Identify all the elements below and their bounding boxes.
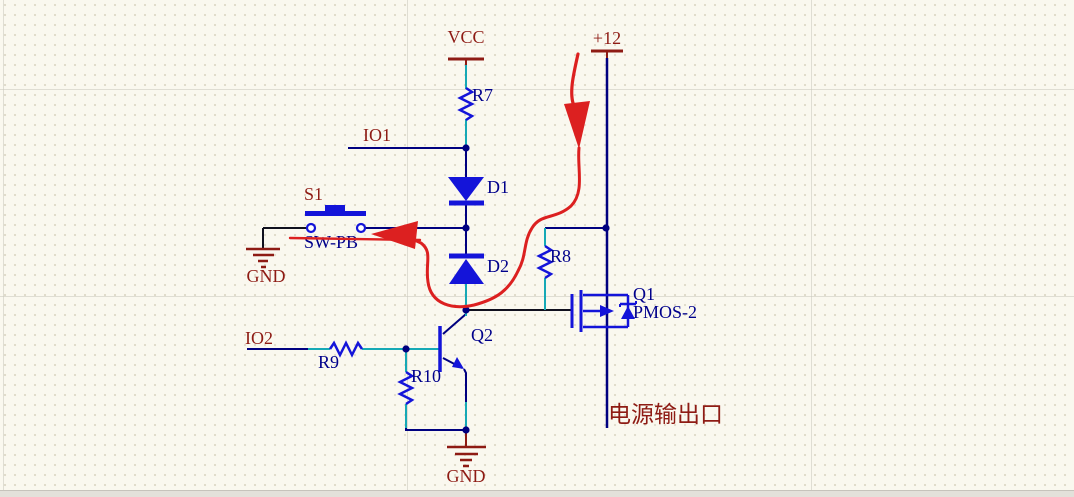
r9-label[interactable]: R9 — [318, 352, 340, 372]
q2-label[interactable]: Q2 — [471, 325, 493, 345]
output-port-label[interactable]: 电源输出口 — [608, 402, 723, 427]
resistor-r9[interactable] — [328, 340, 364, 358]
grid-major-horizontal — [0, 296, 1074, 297]
grid-major-horizontal — [0, 89, 1074, 90]
window-bottom-edge — [0, 490, 1074, 497]
transistor-q2[interactable] — [438, 326, 464, 372]
diode-d2[interactable] — [449, 253, 484, 284]
switch-left-arrow-head — [371, 221, 418, 249]
gnd-left-label[interactable]: GND — [246, 266, 286, 286]
sheet-border-left — [3, 0, 4, 490]
transistor-q1-pmos[interactable] — [570, 290, 637, 332]
r7-label[interactable]: R7 — [472, 85, 494, 105]
diode-d1[interactable] — [448, 177, 484, 206]
switch-arrow-curve — [408, 146, 581, 309]
plus12-label[interactable]: +12 — [592, 28, 622, 48]
current-down-arrow-shaft — [570, 52, 580, 108]
r8-label[interactable]: R8 — [550, 246, 572, 266]
pmos2-label[interactable]: PMOS-2 — [633, 302, 698, 322]
io2-net-label[interactable]: IO2 — [245, 328, 273, 348]
q1-label[interactable]: Q1 — [633, 284, 655, 304]
r10-label[interactable]: R10 — [411, 366, 442, 386]
gnd-bottom-symbol[interactable] — [447, 430, 486, 468]
wires-cyan — [308, 65, 546, 430]
pushbutton-s1[interactable] — [305, 205, 367, 234]
s1-label[interactable]: S1 — [304, 184, 324, 204]
resistor-r10[interactable] — [397, 370, 415, 406]
resistor-r7[interactable] — [457, 86, 475, 122]
d1-label[interactable]: D1 — [487, 177, 509, 197]
current-down-arrow-head — [564, 101, 590, 149]
gnd-left-symbol[interactable] — [246, 228, 280, 269]
gnd-bottom-label[interactable]: GND — [446, 466, 486, 486]
plus12-power-symbol[interactable] — [591, 49, 623, 58]
grid-major-vertical — [811, 0, 812, 490]
io1-net-label[interactable]: IO1 — [363, 125, 391, 145]
wires-black — [263, 227, 571, 311]
d2-label[interactable]: D2 — [487, 256, 509, 276]
junction-dots — [402, 144, 610, 434]
resistor-r8[interactable] — [536, 244, 554, 280]
vcc-label[interactable]: VCC — [447, 27, 485, 47]
